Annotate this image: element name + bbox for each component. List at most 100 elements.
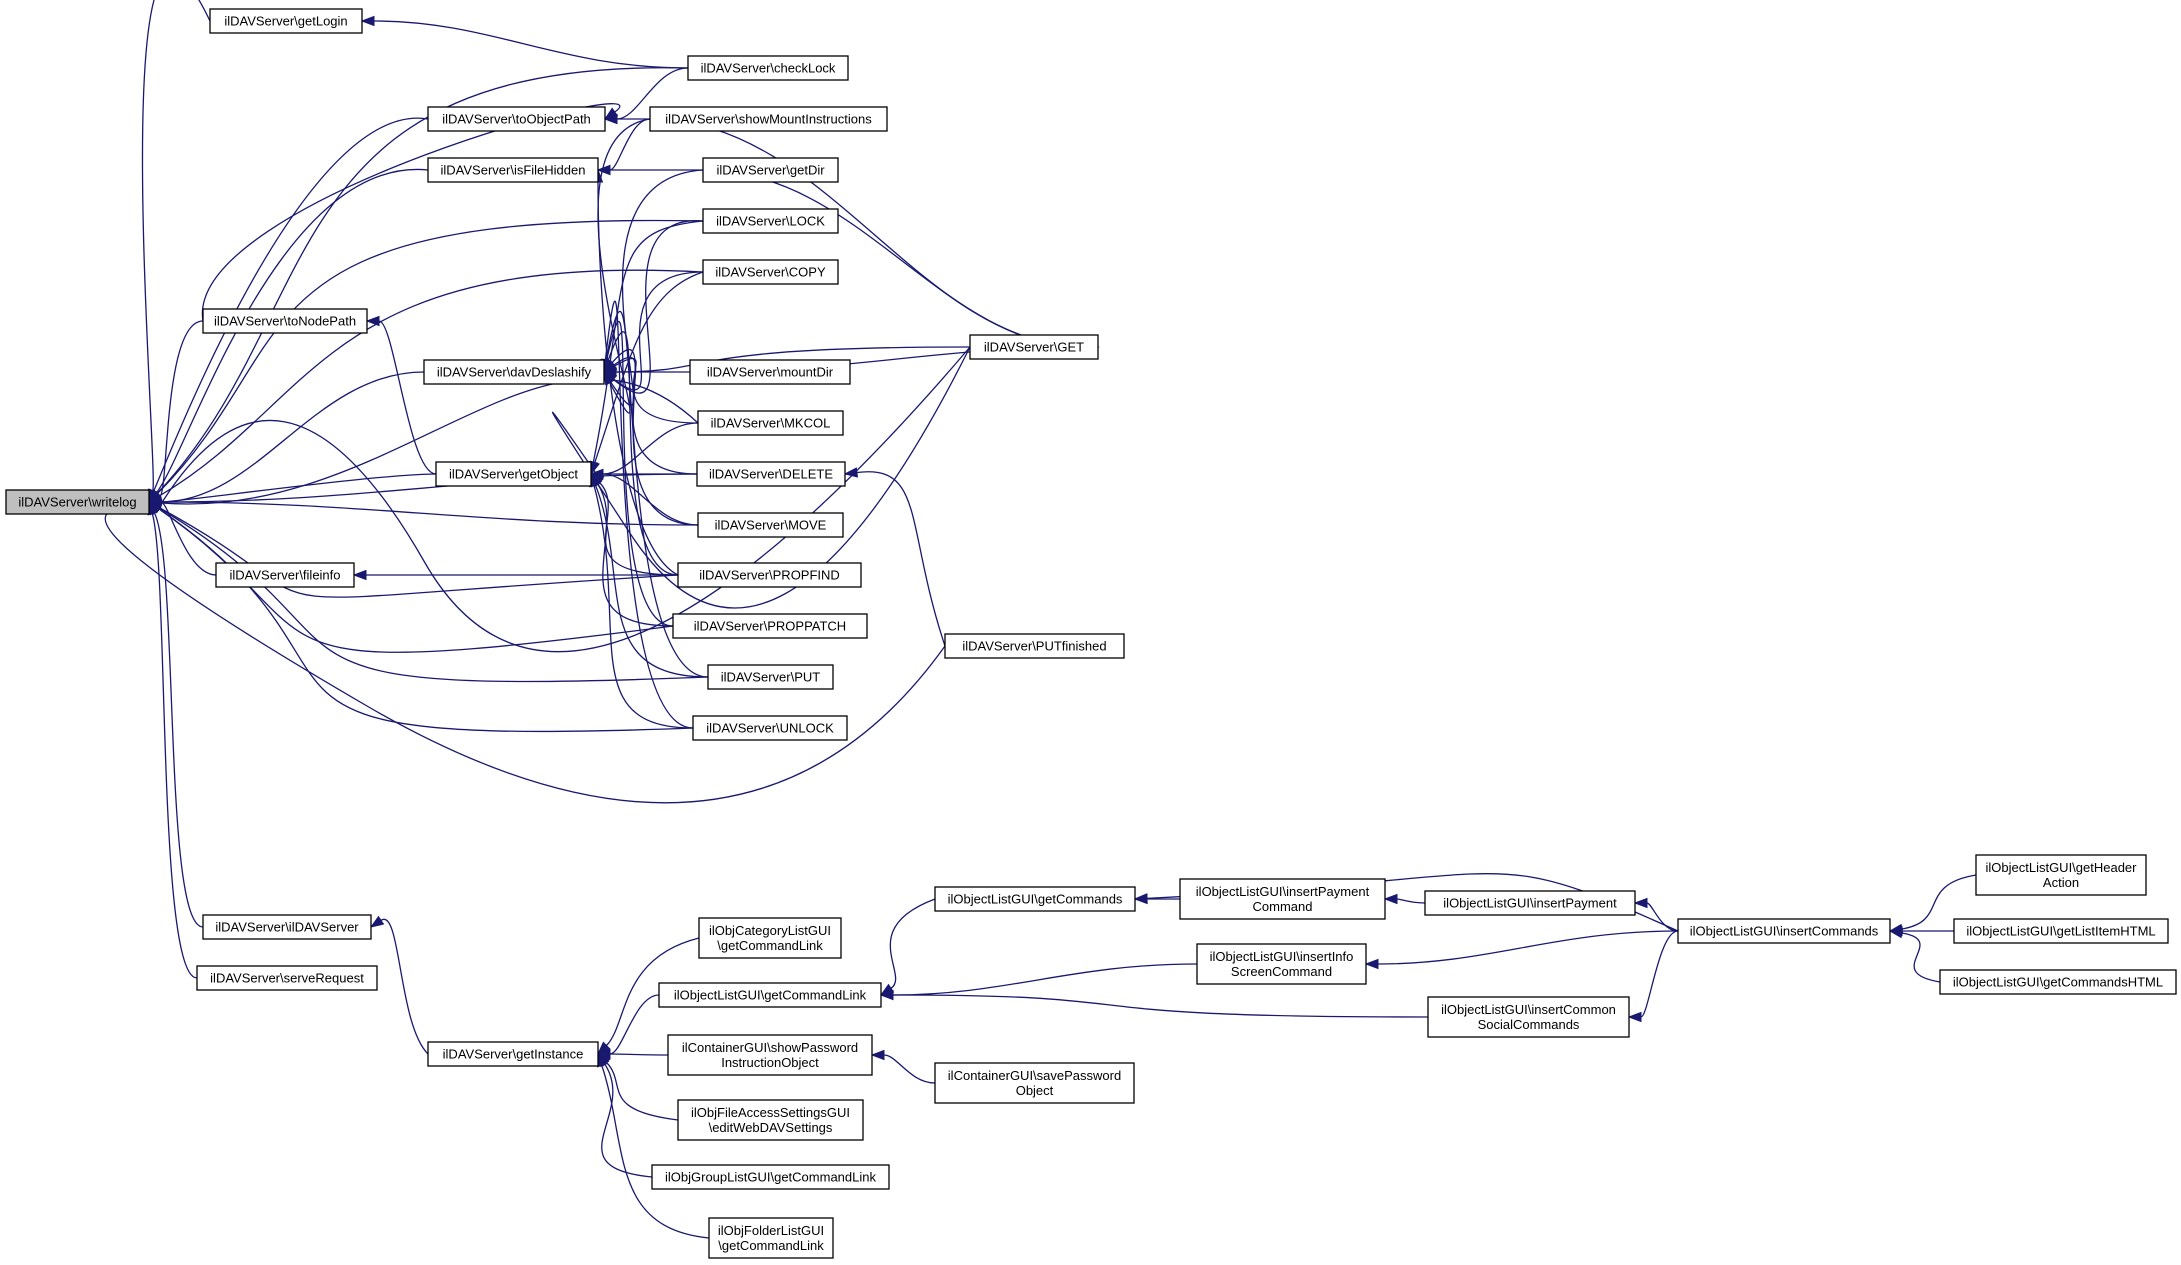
node-box <box>697 410 844 436</box>
edge-line <box>609 994 660 1055</box>
edge-arrowhead <box>1383 893 1398 905</box>
edge-arrowhead <box>879 989 894 1001</box>
edge-savePassword-to-showPasswordInstruction <box>870 1049 936 1084</box>
node-box <box>692 715 848 741</box>
node-LOCK[interactable]: ilDAVServer\LOCK <box>702 208 839 234</box>
node-label: ilObjectListGUI\getCommandsHTML <box>1953 975 2163 990</box>
node-box <box>934 1062 1135 1104</box>
node-toObjectPath[interactable]: ilDAVServer\toObjectPath <box>427 106 606 132</box>
edge-showMountInstructions-to-GET <box>649 118 1100 353</box>
node-box <box>427 1041 599 1067</box>
node-COPY[interactable]: ilDAVServer\COPY <box>702 259 839 285</box>
node-davDeslashify[interactable]: ilDAVServer\davDeslashify <box>423 359 605 385</box>
node-MOVE[interactable]: ilDAVServer\MOVE <box>697 512 844 538</box>
edge-PUTfinished-to-writelog <box>104 500 946 804</box>
node-ilDAVServer_ctor[interactable]: ilDAVServer\ilDAVServer <box>202 914 372 940</box>
edge-arrowhead <box>1633 897 1648 909</box>
node-box <box>427 157 599 183</box>
edge-showPasswordInstruction-to-getInstance <box>596 1048 669 1060</box>
node-toNodePath[interactable]: ilDAVServer\toNodePath <box>202 308 368 334</box>
node-catGetCommandLink[interactable]: ilObjCategoryListGUI\getCommandLink <box>698 917 842 959</box>
edge-line <box>153 117 429 492</box>
node-checkLock[interactable]: ilDAVServer\checkLock <box>687 55 849 81</box>
node-fileinfo[interactable]: ilDAVServer\fileinfo <box>215 562 355 588</box>
node-olGetCommandLink[interactable]: ilObjectListGUI\getCommandLink <box>658 982 882 1008</box>
edge-line <box>702 169 1087 348</box>
node-GET[interactable]: ilDAVServer\GET <box>969 334 1099 360</box>
node-DELETE[interactable]: ilDAVServer\DELETE <box>696 461 846 487</box>
edge-line <box>605 310 709 678</box>
node-box <box>708 1217 834 1259</box>
node-editWebDAVSettings[interactable]: ilObjFileAccessSettingsGUI\editWebDAVSet… <box>677 1099 864 1141</box>
edge-line <box>613 356 698 475</box>
node-serveRequest[interactable]: ilDAVServer\serveRequest <box>196 965 378 991</box>
node-showMountInstructions[interactable]: ilDAVServer\showMountInstructions <box>649 106 888 132</box>
edge-line <box>892 994 1429 1018</box>
node-getCommands[interactable]: ilObjectListGUI\getCommands <box>934 886 1136 912</box>
node-box <box>215 562 355 588</box>
node-getCommandsHTML[interactable]: ilObjectListGUI\getCommandsHTML <box>1939 969 2177 995</box>
edge-line <box>160 501 217 576</box>
node-label: ilDAVServer\getObject <box>449 467 578 482</box>
node-getListItemHTML[interactable]: ilObjectListGUI\getListItemHTML <box>1953 918 2169 944</box>
node-box <box>427 106 606 132</box>
edges-layer <box>104 0 1977 1239</box>
node-insertPayment[interactable]: ilObjectListGUI\insertPayment <box>1424 890 1636 916</box>
node-writelog: ilDAVServer\writelog <box>5 489 150 515</box>
node-getObject[interactable]: ilDAVServer\getObject <box>435 461 592 487</box>
node-MKCOL[interactable]: ilDAVServer\MKCOL <box>697 410 844 436</box>
node-PUT[interactable]: ilDAVServer\PUT <box>707 664 834 690</box>
edge-fldGetCommandLink-to-getInstance <box>596 1052 710 1239</box>
edge-line <box>614 357 699 424</box>
node-label: ilDAVServer\getInstance <box>443 1047 584 1062</box>
node-label: ilContainerGUI\showPassword <box>682 1040 858 1055</box>
edge-arrowhead <box>589 473 605 486</box>
edge-grpGetCommandLink-to-getInstance <box>597 1052 653 1178</box>
node-box <box>649 106 888 132</box>
node-label: ilObjectListGUI\insertInfo <box>1210 949 1354 964</box>
edge-ilDAVServer_ctor-to-writelog <box>148 500 204 928</box>
node-PUTfinished[interactable]: ilDAVServer\PUTfinished <box>944 633 1125 659</box>
node-getDir[interactable]: ilDAVServer\getDir <box>702 157 839 183</box>
node-getInstance[interactable]: ilDAVServer\getInstance <box>427 1041 599 1067</box>
node-isFileHidden[interactable]: ilDAVServer\isFileHidden <box>427 157 599 183</box>
node-insertCommands[interactable]: ilObjectListGUI\insertCommands <box>1677 918 1891 944</box>
node-showPasswordInstruction[interactable]: ilContainerGUI\showPasswordInstructionOb… <box>667 1034 873 1076</box>
node-mountDir[interactable]: ilDAVServer\mountDir <box>689 359 851 385</box>
node-label: ilDAVServer\mountDir <box>707 365 834 380</box>
edge-line <box>597 483 674 627</box>
node-fldGetCommandLink[interactable]: ilObjFolderListGUI\getCommandLink <box>708 1217 834 1259</box>
edge-arrowhead <box>603 107 619 120</box>
edge-insertCommonSocial-to-olGetCommandLink <box>879 989 1429 1018</box>
edge-line <box>883 1054 936 1084</box>
edge-line <box>597 118 651 414</box>
edge-line <box>155 346 971 653</box>
edge-line <box>158 508 694 733</box>
node-box <box>702 157 839 183</box>
node-getLogin[interactable]: ilDAVServer\getLogin <box>209 8 363 34</box>
node-grpGetCommandLink[interactable]: ilObjGroupListGUI\getCommandLink <box>651 1164 890 1190</box>
node-label: ilDAVServer\getDir <box>716 163 825 178</box>
nodes-layer: ilDAVServer\writelog ilDAVServer\getLogin… <box>5 8 2177 1259</box>
edge-PUTfinished-to-DELETE <box>843 467 946 647</box>
edge-line <box>159 269 704 497</box>
node-box <box>1677 918 1891 944</box>
edge-GET-to-getObject <box>551 346 971 609</box>
node-UNLOCK[interactable]: ilDAVServer\UNLOCK <box>692 715 848 741</box>
node-label: SocialCommands <box>1478 1017 1580 1032</box>
node-PROPFIND[interactable]: ilDAVServer\PROPFIND <box>677 562 862 588</box>
edge-line <box>160 371 425 503</box>
edge-line <box>594 271 704 463</box>
edge-line <box>856 471 946 647</box>
node-label: ilObjGroupListGUI\getCommandLink <box>665 1170 876 1185</box>
edge-arrowhead <box>1627 1011 1642 1023</box>
edge-line <box>601 1065 710 1239</box>
node-label: ilObjectListGUI\getCommandLink <box>674 988 867 1003</box>
node-box <box>687 55 849 81</box>
node-PROPPATCH[interactable]: ilDAVServer\PROPPATCH <box>672 613 868 639</box>
node-insertCommonSocial[interactable]: ilObjectListGUI\insertCommonSocialComman… <box>1427 996 1630 1038</box>
